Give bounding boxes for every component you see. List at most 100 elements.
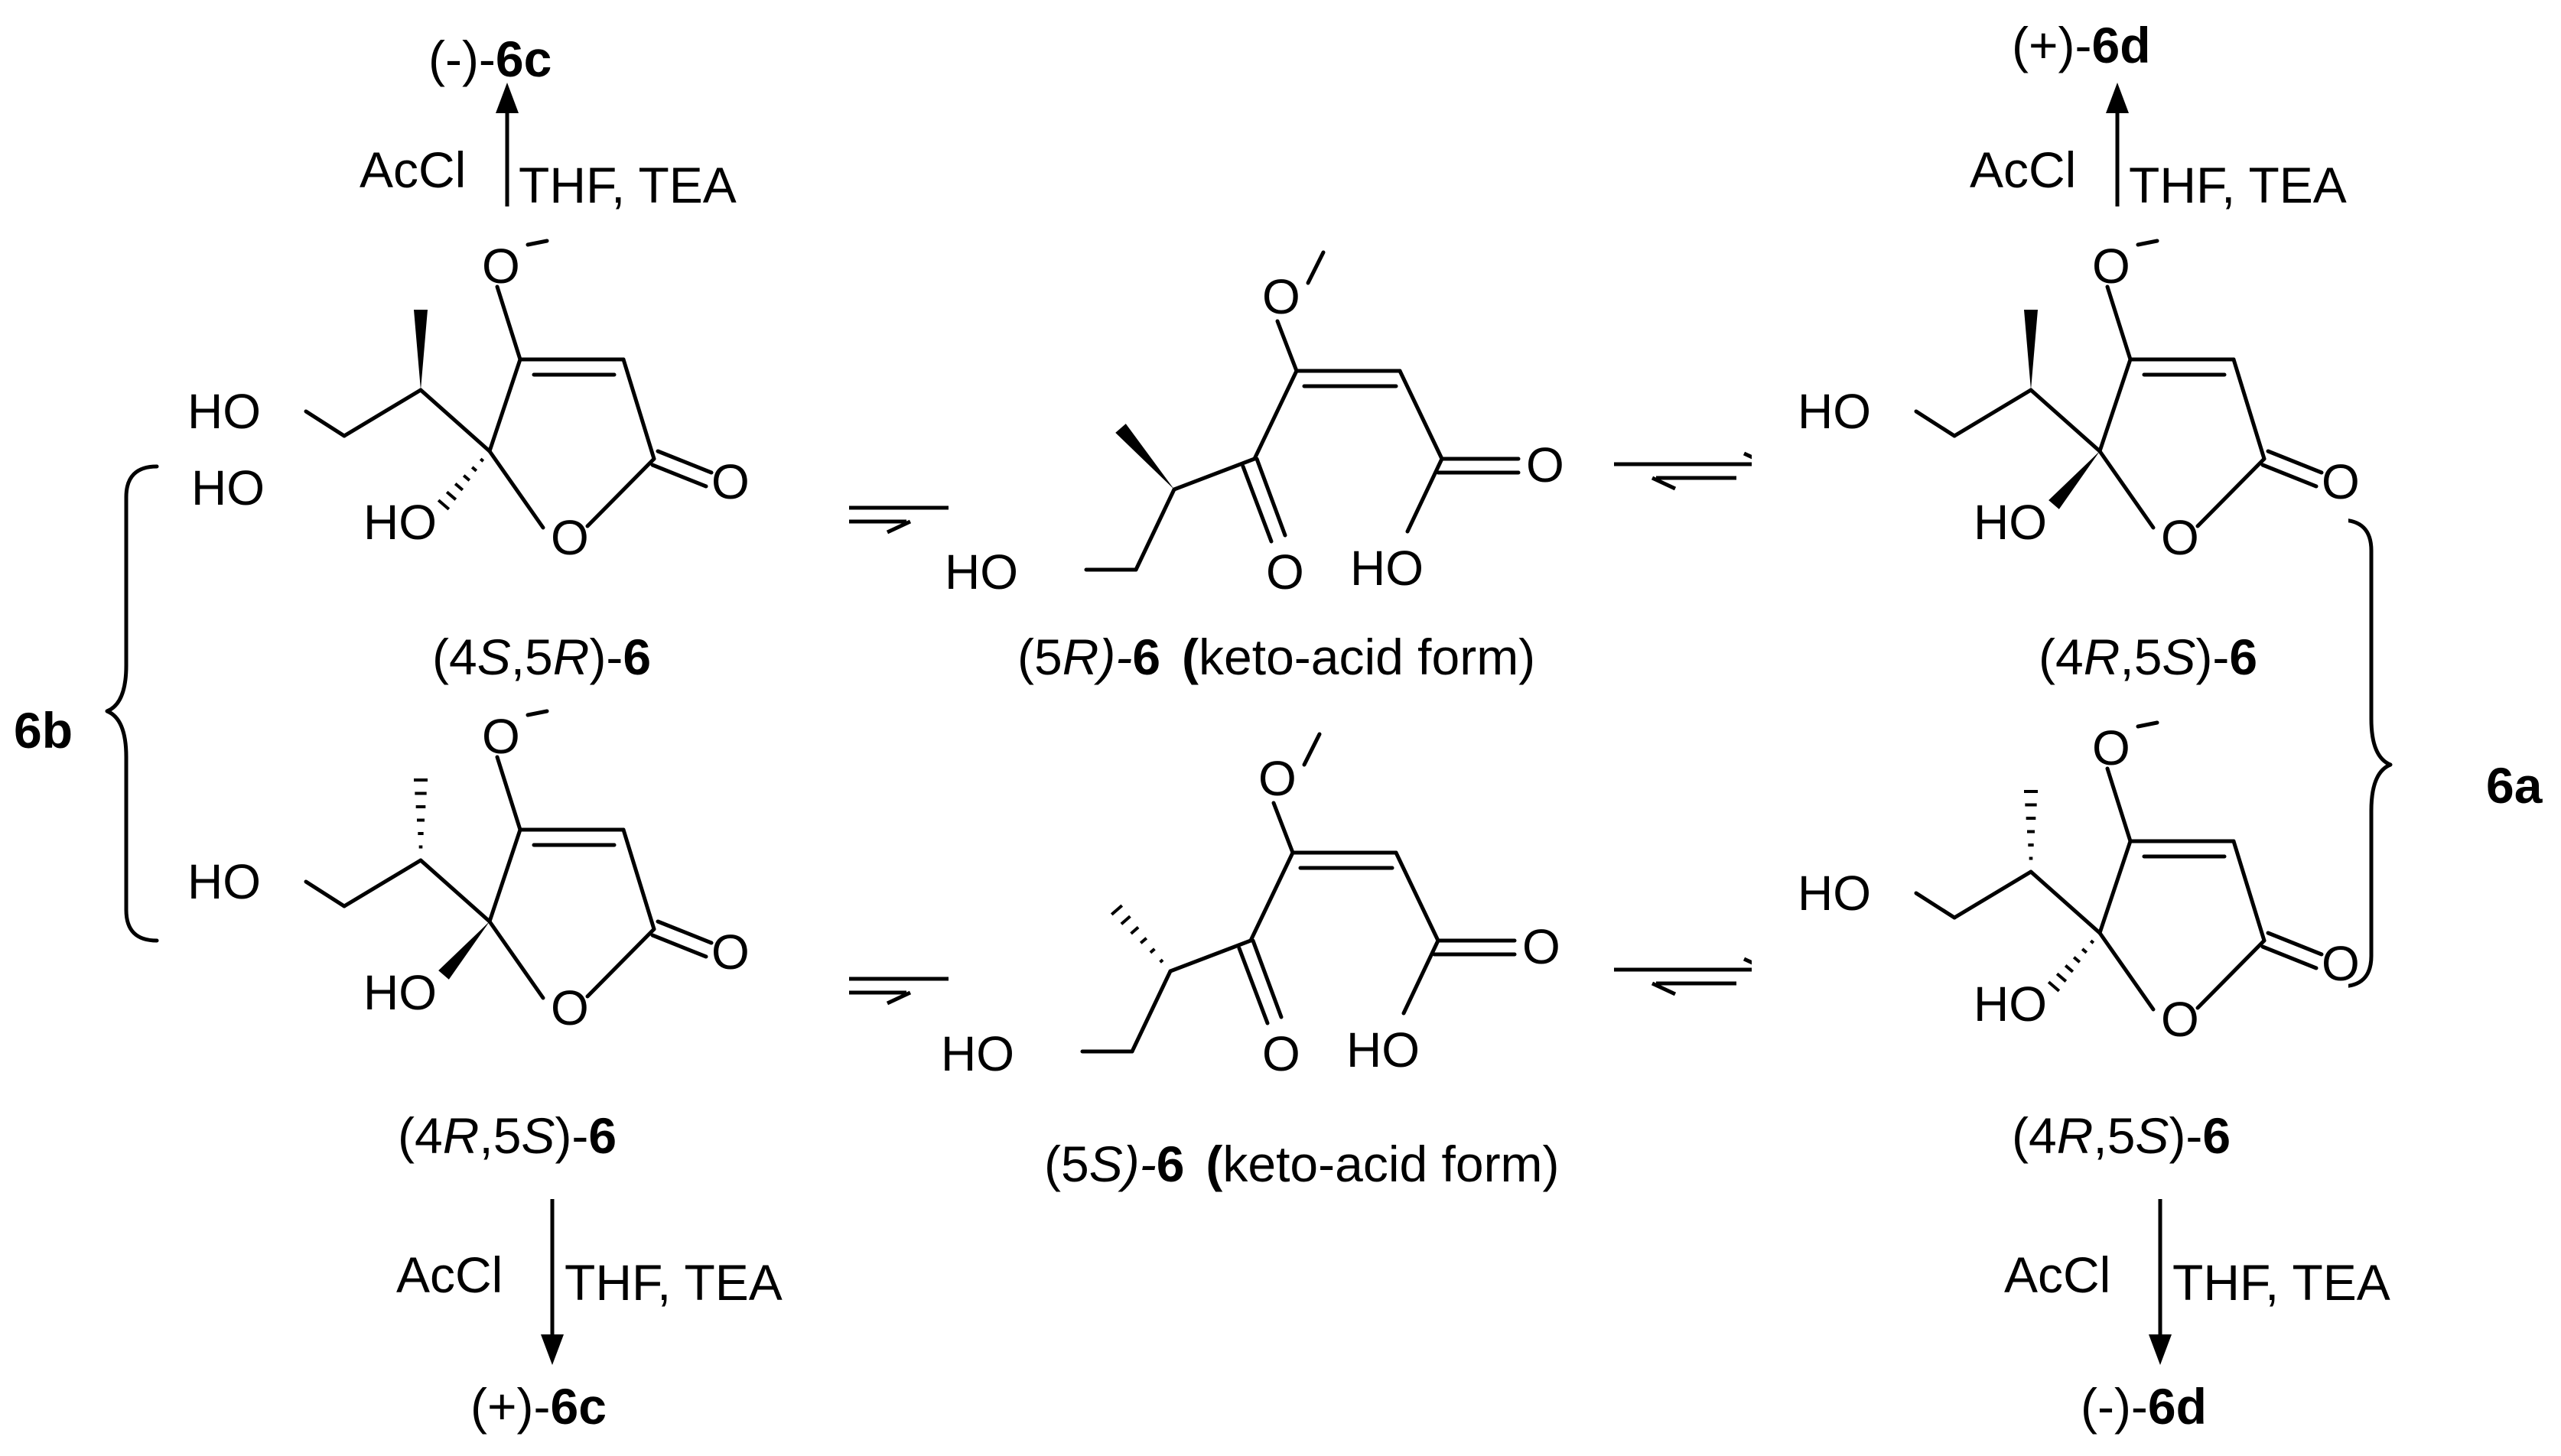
canvas-clear (283, 206, 849, 650)
atom-O-methoxy: O (2092, 720, 2130, 775)
product-bottom-left: (+)-6c (470, 1378, 607, 1435)
hash-bond (2089, 939, 2095, 944)
atom-HO-chain: HO (1798, 384, 1871, 439)
atom-O-carbonyl: O (711, 454, 750, 509)
hash-bond (1120, 915, 1131, 925)
reagent-arrow-bottom-right (2149, 1199, 2172, 1365)
hash-bond (470, 466, 478, 473)
atom-O-acid: O (1526, 437, 1564, 492)
reagent-acyl: AcCl (1970, 141, 2076, 198)
atom-HO-ring: HO (363, 495, 437, 550)
bond (2105, 766, 2133, 843)
bond (526, 239, 549, 247)
bond (2260, 463, 2319, 489)
reagent-conditions: THF, TEA (519, 157, 737, 213)
hash-bond (2064, 964, 2075, 973)
bond (418, 858, 492, 924)
hash-bond (462, 474, 471, 482)
atom-O-ketone: O (1266, 544, 1304, 600)
bond (1134, 487, 1176, 572)
reagent-conditions: THF, TEA (2172, 1254, 2390, 1311)
atom-HO-chain: HO (187, 384, 261, 439)
bond (1248, 850, 1295, 943)
bond (526, 709, 549, 717)
bond (585, 457, 656, 528)
bond (1914, 891, 1957, 920)
bond (1394, 850, 1440, 943)
caption-bottom-right: (4R,5S)-6 (2012, 1107, 2231, 1164)
hash-bond (437, 499, 451, 511)
bond (2097, 839, 2133, 935)
bond (2136, 239, 2159, 247)
bond (1168, 938, 1253, 973)
atom-O-ring: O (2161, 992, 2199, 1047)
wedge-bond (438, 921, 490, 980)
bond (304, 879, 347, 908)
bond (2029, 869, 2102, 935)
atom-HO-acid: HO (1350, 541, 1424, 596)
atom-HO-ring: HO (1974, 495, 2047, 550)
reagent-conditions: THF, TEA (565, 1254, 783, 1311)
canvas-clear (1752, 206, 2348, 650)
bond (1405, 457, 1444, 534)
wedge-bond (2048, 451, 2100, 509)
atom-O-ring: O (551, 510, 589, 565)
bond (1254, 457, 1287, 538)
bond (342, 858, 423, 908)
equilibrium-arrow-bottom-right (1614, 957, 1769, 996)
bond (1172, 457, 1257, 492)
bond (621, 827, 656, 931)
atom-O-acid: O (1522, 919, 1560, 974)
atom-O-ring: O (2161, 510, 2199, 565)
atom-O-methoxy: O (2092, 239, 2130, 294)
bond (1952, 388, 2033, 438)
bond (342, 388, 423, 438)
bond (585, 927, 656, 999)
reagent-acyl: AcCl (396, 1246, 503, 1303)
bond (1241, 464, 1274, 544)
product-top-left: (-)-6c (428, 31, 552, 87)
bond (2195, 938, 2267, 1010)
atom-O-carbonyl: O (2322, 454, 2360, 509)
bond (1302, 732, 1322, 767)
bond (418, 388, 492, 453)
reagents-top-right: AcCl THF, TEA (1970, 141, 2347, 213)
bond (2266, 449, 2324, 475)
bond (2097, 357, 2133, 453)
bond (2266, 931, 2324, 957)
canvas-clear (283, 704, 849, 1101)
hash-bond (454, 483, 464, 492)
group-label-6a: 6a (2486, 757, 2543, 814)
atom-HO-acid: HO (1346, 1022, 1420, 1077)
caption-top-center: (5R)-6(keto-acid form) (1017, 629, 1535, 685)
atom-O-methoxy: O (482, 709, 520, 764)
atom-HO-chain: HO (1798, 866, 1871, 921)
bond (656, 919, 714, 945)
hash-bond (1130, 925, 1140, 935)
bond (1130, 969, 1173, 1054)
canvas-clear (949, 704, 1591, 1086)
atom-O-methoxy: O (1262, 269, 1300, 324)
atom-HO-ring: HO (1974, 977, 2047, 1032)
atom-HO-chain: HO (941, 1026, 1014, 1081)
hash-bond (445, 490, 457, 501)
bond (487, 449, 545, 530)
bond (1251, 938, 1284, 1019)
group-label-6b: 6b (14, 702, 73, 759)
bond (487, 357, 522, 453)
hash-bond (1110, 904, 1124, 916)
bond (2029, 388, 2102, 453)
atom-O-ring: O (551, 980, 589, 1035)
bond (2097, 931, 2156, 1012)
atom-HO-chain: HO (187, 854, 261, 909)
product-bottom-right: (-)-6d (2081, 1378, 2207, 1435)
bond (1401, 938, 1440, 1016)
reagents-bottom-left: AcCl THF, TEA (396, 1246, 783, 1311)
hash-bond (2072, 956, 2081, 964)
bond (2195, 457, 2267, 528)
